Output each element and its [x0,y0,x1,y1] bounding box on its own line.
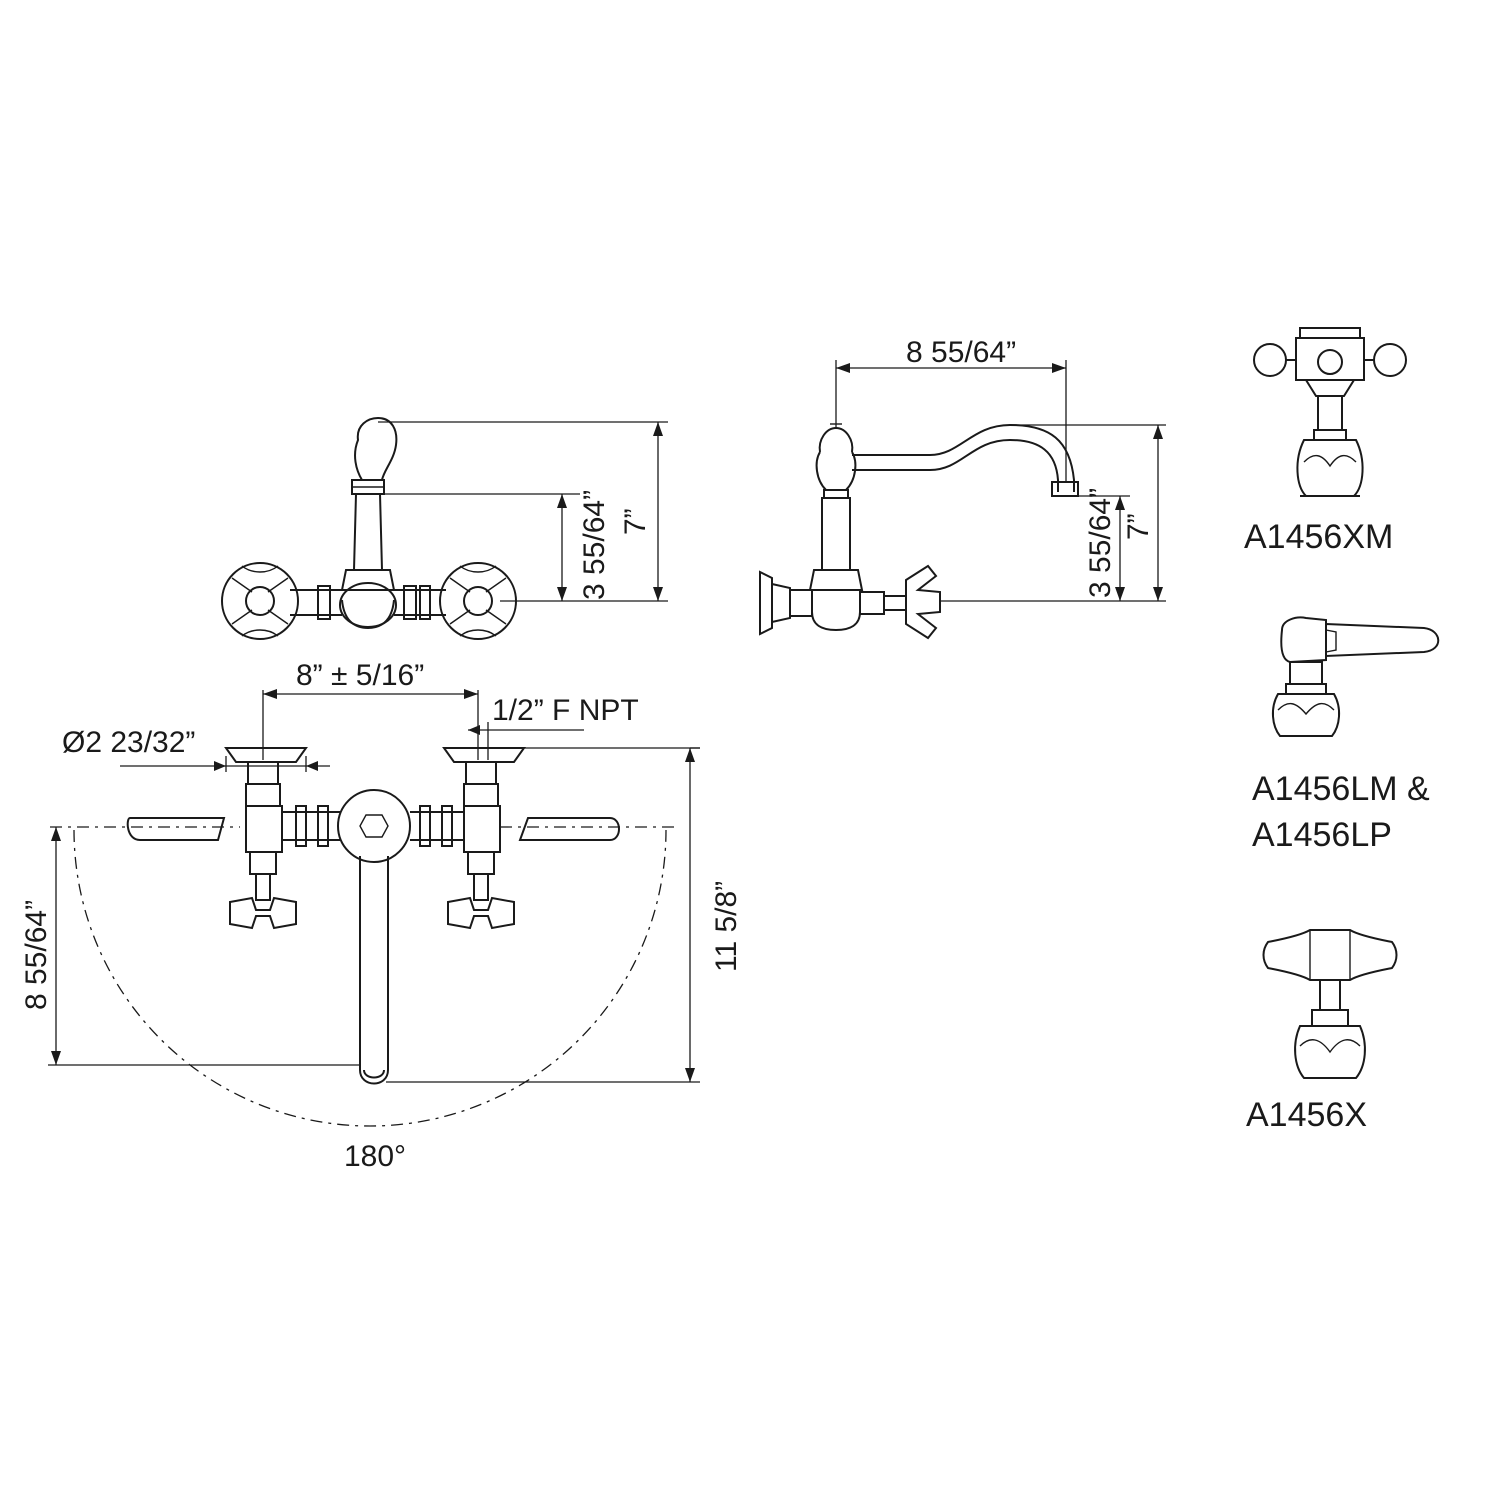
front-left-handle [221,562,299,640]
handle-option-lm-lp [1272,616,1440,737]
spout-depth-label: 8 55/64” [20,900,53,1010]
side-reach-label: 8 55/64” [906,336,1016,369]
handle-model-lm: A1456LM & [1252,770,1430,808]
handle-option-x [1262,929,1398,1079]
side-height-label: 7” [1122,513,1155,540]
front-height-label: 7” [619,508,652,535]
handle-model-lp: A1456LP [1252,816,1392,854]
front-spout [339,416,398,630]
top-dimensions [48,689,700,1083]
handle-model-x: A1456X [1246,1096,1367,1134]
swivel-angle-label: 180° [344,1140,406,1173]
flange-diameter-label: Ø2 23/32” [62,726,195,759]
side-spout [759,423,1079,640]
front-inner-height-label: 3 55/64” [578,490,611,600]
front-view: 3 55/64” 7” [221,416,668,640]
thread-size-label: 1/2” F NPT [492,694,639,727]
swivel-arc [73,829,667,1127]
front-bridge [290,585,446,620]
top-bridge [282,789,464,863]
top-right-flange [442,747,526,930]
top-spout [359,856,389,1085]
top-view: 8” ± 5/16” 1/2” F NPT Ø2 23/32” 8 55/64”… [20,659,743,1173]
side-view: 8 55/64” 3 55/64” 7” [759,336,1166,640]
total-depth-label: 11 5/8” [710,881,743,972]
front-dimensions [378,421,668,602]
top-left-flange [224,747,308,930]
side-dimensions [835,360,1166,602]
center-distance-label: 8” ± 5/16” [296,659,424,692]
handle-option-xm [1253,327,1407,497]
handle-model-xm: A1456XM [1244,518,1393,556]
side-inner-height-label: 3 55/64” [1084,488,1117,598]
